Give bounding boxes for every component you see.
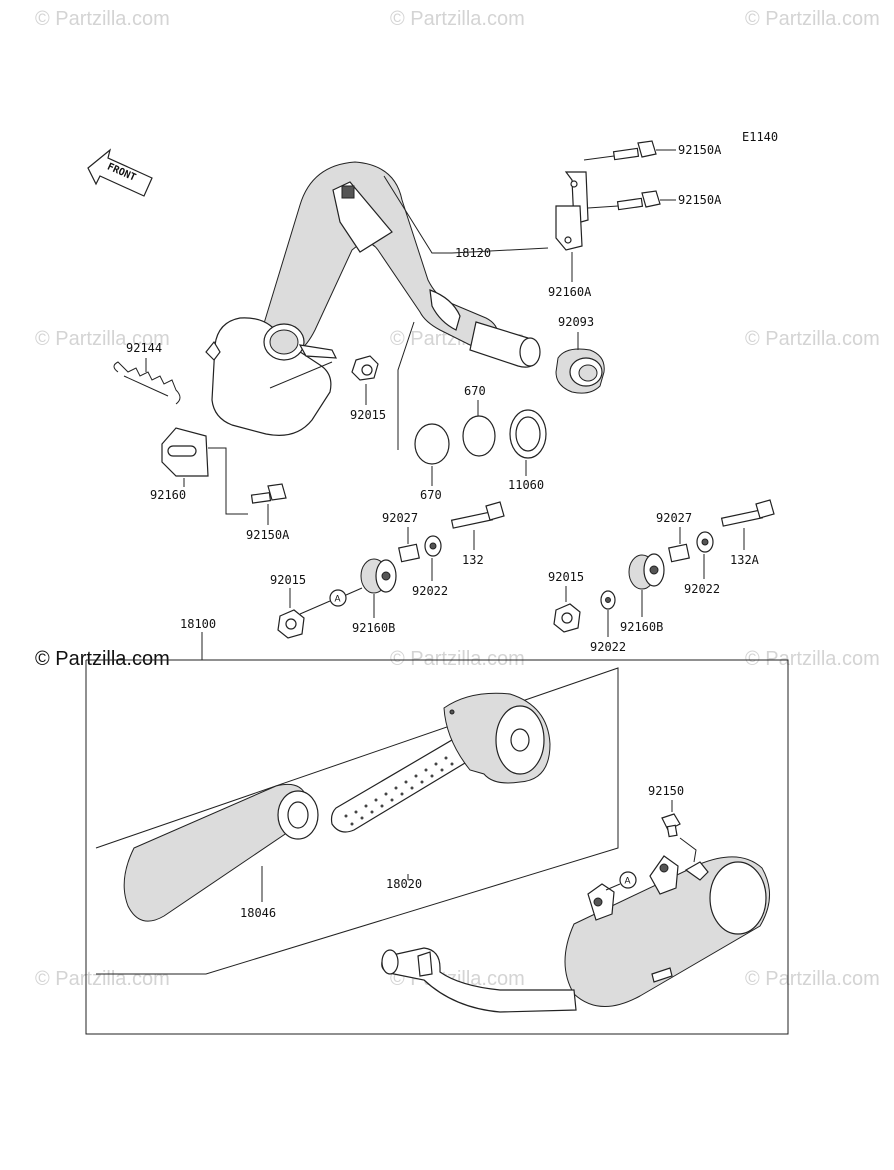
nut-92015-left [277,609,305,639]
end-cap [443,692,551,784]
washer-92022-right-2 [600,590,616,610]
bolt-92150A-1 [612,140,657,161]
front-arrow-icon: FRONT [87,148,153,197]
ref-a-circle-right: A [619,871,637,889]
bolt-92150 [661,813,681,838]
washer-92022-left [424,535,442,557]
grommet-92160B-right [628,553,665,590]
nut-92015-top [351,355,379,381]
grommet-92160B-left [360,558,397,594]
spring-92144 [113,361,181,405]
watermark: © Partzilla.com [35,968,170,990]
label-92027-right: 92027 [656,511,692,525]
label-18046: 18046 [240,906,276,920]
watermark: © Partzilla.com [390,648,525,670]
label-18100: 18100 [180,617,216,631]
bolt-132A [720,499,775,527]
perforated-pipe [330,739,471,833]
watermark: © Partzilla.com [35,8,170,30]
label-670-top: 670 [464,384,486,398]
label-92160B-right: 92160B [620,620,663,634]
label-92015-right: 92015 [548,570,584,584]
o-ring-670-b [462,415,496,457]
watermark: © Partzilla.com [745,328,880,350]
label-92150A-1: 92150A [678,143,722,157]
collar-92093 [555,348,605,394]
label-92015-left: 92015 [270,573,306,587]
watermarks: © Partzilla.com © Partzilla.com © Partzi… [35,8,880,990]
label-92093: 92093 [558,315,594,329]
packing-18046 [123,783,319,922]
label-92015-top: 92015 [350,408,386,422]
label-132: 132 [462,553,484,567]
watermark: © Partzilla.com [35,328,170,350]
bolt-132 [450,501,505,529]
collar-92027-left [398,543,420,563]
gasket-11060 [509,409,547,459]
label-92160B-left: 92160B [352,621,395,635]
label-18120: 18120 [455,246,491,260]
diagram-code: E1140 [742,130,778,144]
bracket-92160A [555,171,589,251]
ref-a-letter: A [625,876,631,886]
label-92150: 92150 [648,784,684,798]
label-92022-right-2: 92022 [590,640,626,654]
watermark: © Partzilla.com [745,648,880,670]
label-92150A-3: 92150A [246,528,290,542]
ref-a-circle-left: A [329,589,347,607]
bracket-92160 [161,427,209,477]
label-92160: 92160 [150,488,186,502]
watermark: © Partzilla.com [745,8,880,30]
header-pipe [205,161,541,436]
label-92144: 92144 [126,341,162,355]
washer-92022-right [696,531,714,553]
watermark-main: © Partzilla.com [35,648,170,670]
label-132A: 132A [730,553,760,567]
label-18020: 18020 [386,877,422,891]
bolt-92150A-3 [250,483,287,504]
o-ring-670-a [414,423,450,465]
label-92160A: 92160A [548,285,592,299]
label-92022-left: 92022 [412,584,448,598]
watermark: © Partzilla.com [390,8,525,30]
muffler-body [381,855,771,1013]
ref-a-letter: A [335,594,341,604]
nut-92015-right [553,603,581,633]
label-92150A-2: 92150A [678,193,722,207]
label-92022-right: 92022 [684,582,720,596]
collar-92027-right [668,543,690,563]
watermark: © Partzilla.com [745,968,880,990]
label-11060: 11060 [508,478,544,492]
label-670-bottom: 670 [420,488,442,502]
label-92027-left: 92027 [382,511,418,525]
bolt-92150A-2 [616,190,661,211]
